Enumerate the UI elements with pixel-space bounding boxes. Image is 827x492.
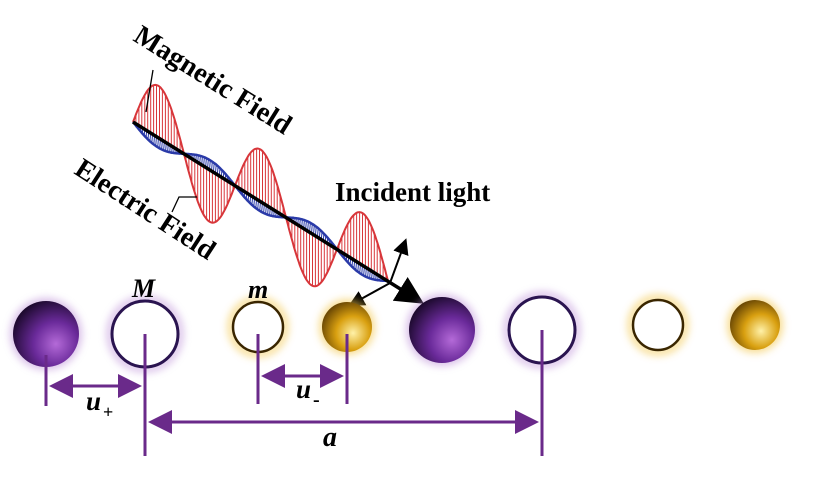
magnetic-field-leader — [145, 69, 154, 113]
light-atom-displaced — [322, 302, 372, 352]
electromagnetic-wave — [132, 69, 424, 306]
electric-field-label: Electric Field — [69, 153, 221, 267]
magnetic-field-wave — [132, 83, 389, 288]
atom-chain — [10, 291, 783, 373]
electric-field-leader — [171, 196, 197, 213]
field-direction-arrow-left — [348, 282, 391, 306]
field-direction-arrow-up — [389, 238, 409, 284]
light-atom-equilibrium-2 — [631, 298, 685, 352]
light-atom-displaced-2 — [730, 300, 780, 350]
heavy-atom-displaced — [13, 301, 79, 367]
u-plus-label: u+ — [86, 386, 113, 422]
wave-propagation-axis — [132, 120, 424, 304]
lattice-a-label: a — [323, 422, 337, 453]
heavy-atom-displaced-2 — [409, 297, 475, 363]
incident-light-label: Incident light — [335, 177, 490, 207]
dimension-lines — [44, 330, 544, 456]
electric-field-wave — [132, 121, 388, 283]
mass-m-label: m — [248, 275, 268, 304]
mass-M-label: M — [131, 274, 156, 303]
light-atom-ring-glow-2 — [627, 294, 689, 356]
u-minus-label: u- — [296, 374, 320, 411]
